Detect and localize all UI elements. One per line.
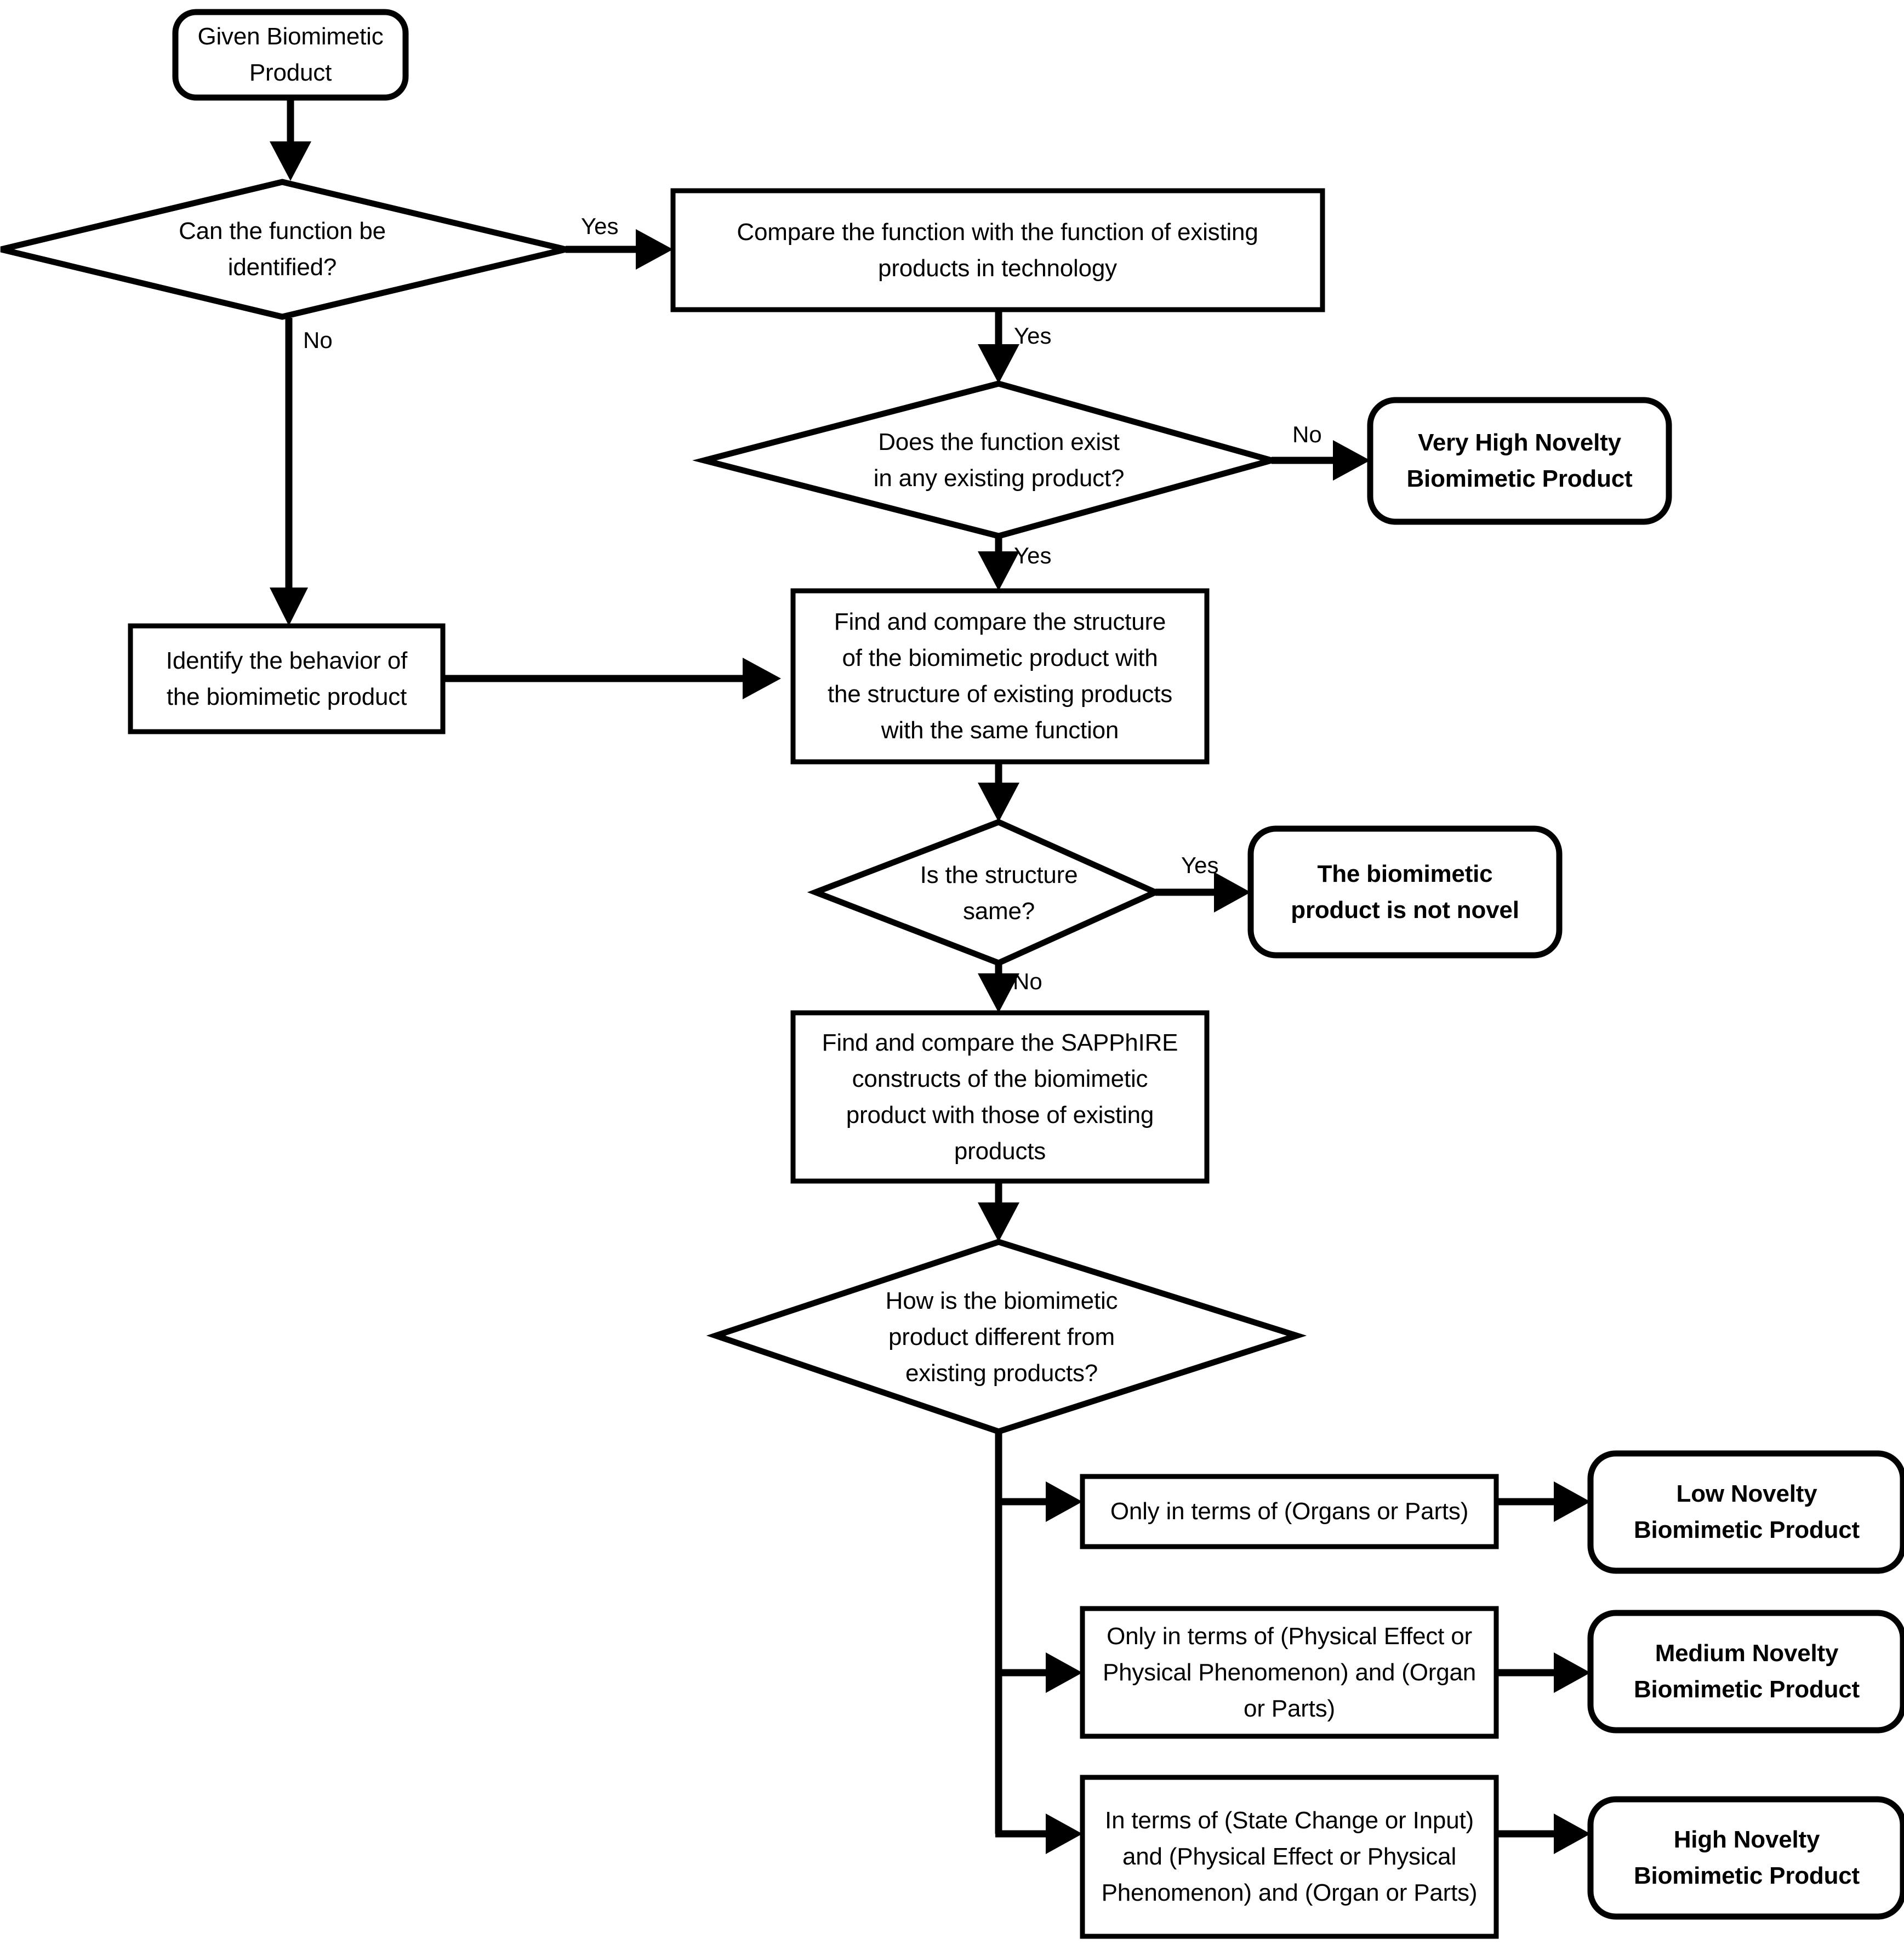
edge-physical-to-medium [1496,1652,1591,1693]
node-physical-effect-shape[interactable] [1080,1606,1499,1739]
edge-exists-yes [978,536,1019,591]
edge-label-function-identified-no: No [303,327,333,353]
edge-label-structure-same-no: No [1013,968,1042,994]
node-identify-behavior-shape[interactable] [128,623,446,734]
node-compare-function-shape[interactable] [670,188,1325,312]
node-state-change-shape[interactable] [1080,1775,1499,1939]
node-organs-parts-shape[interactable] [1080,1474,1499,1549]
edge-behavior-to-structure [443,658,781,699]
node-start-shape[interactable] [172,9,409,101]
edge-label-structure-same-yes: Yes [1181,852,1219,878]
node-not-novel-shape[interactable] [1247,825,1563,959]
edge-start-to-function-decision [270,98,311,181]
edge-compare-function-to-exists [978,310,1019,384]
edge-label-function-exists-yes: Yes [1014,543,1052,568]
node-how-different-shape[interactable] [706,1239,1307,1435]
edge-organs-to-low [1496,1481,1591,1522]
edge-structure-to-same-decision [978,762,1019,822]
edge-how-different-branches [995,1432,1082,1854]
node-function-decision-shape[interactable] [0,179,567,320]
edge-function-decision-no [270,318,308,626]
node-function-exists-shape[interactable] [692,380,1283,539]
node-high-novelty-shape[interactable] [1587,1796,1904,1920]
node-compare-sapphire-shape[interactable] [790,1010,1210,1184]
edge-sapphire-to-how-different [978,1181,1019,1242]
node-structure-same-shape[interactable] [807,819,1163,966]
node-compare-structure-shape[interactable] [790,588,1210,765]
edge-label-compare-function-yes: Yes [1014,323,1052,349]
edge-label-function-identified-yes: Yes [581,213,619,239]
edge-state-to-high [1496,1814,1591,1854]
edge-structure-same-no [978,962,1019,1013]
edge-function-decision-yes [566,229,673,270]
edge-label-function-exists-no: No [1292,421,1322,447]
edge-structure-same-yes [1155,872,1251,913]
node-medium-novelty-shape[interactable] [1587,1610,1904,1734]
node-low-novelty-shape[interactable] [1587,1450,1904,1574]
node-very-high-novelty-shape[interactable] [1367,397,1672,525]
edge-exists-no [1272,440,1370,481]
